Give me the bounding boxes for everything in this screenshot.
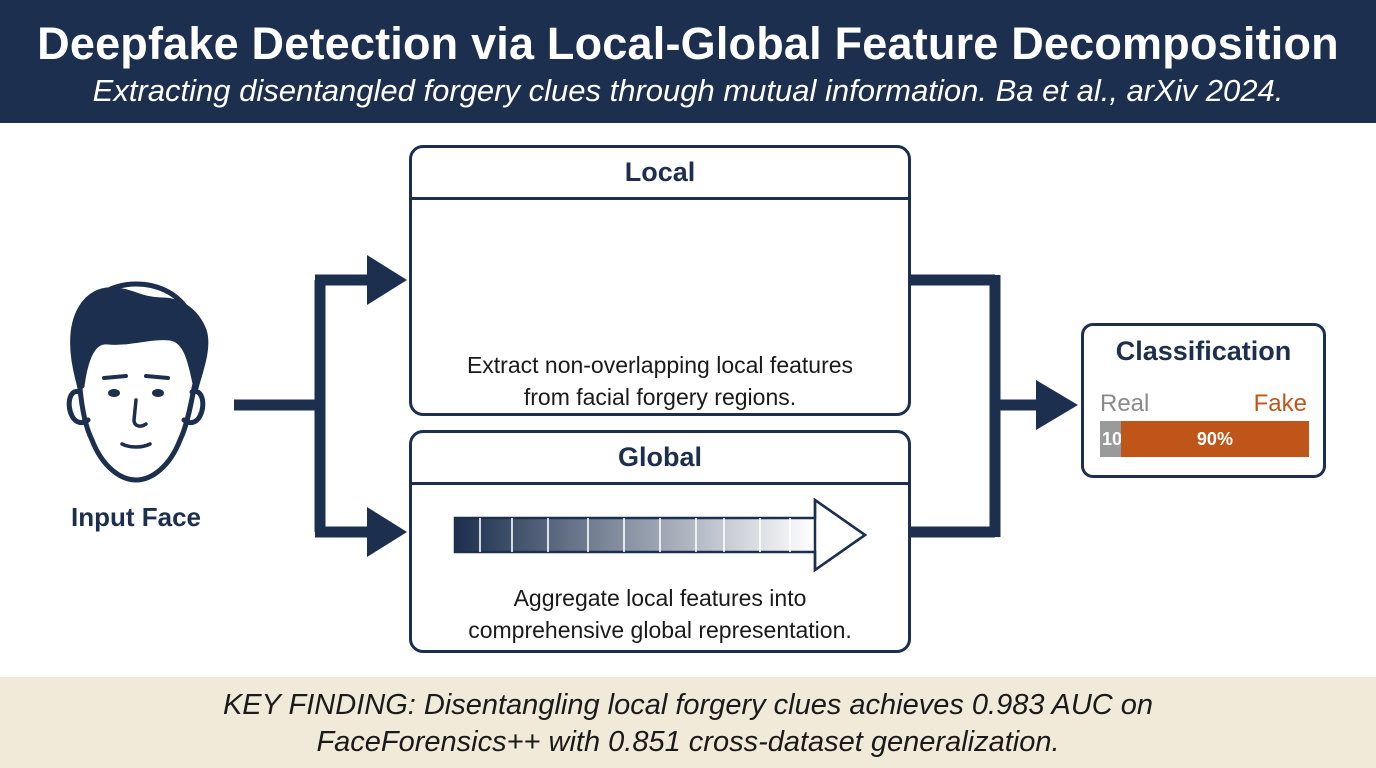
real-probability-segment: 10% xyxy=(1100,421,1138,457)
global-panel: Global Aggregate local features into com… xyxy=(409,430,911,653)
page-title: Deepfake Detection via Local-Global Feat… xyxy=(37,18,1339,69)
header-banner: Deepfake Detection via Local-Global Feat… xyxy=(0,0,1376,123)
arrow-to-local xyxy=(367,255,407,305)
merge-connector xyxy=(911,274,1040,538)
arrow-to-classification xyxy=(1036,380,1078,430)
key-finding-line2: FaceForensics++ with 0.851 cross-dataset… xyxy=(316,726,1060,758)
probability-bar: 10% 90% xyxy=(1100,421,1309,457)
fake-probability-segment: 90% xyxy=(1120,421,1309,457)
key-finding-footer: KEY FINDING: Disentangling local forgery… xyxy=(0,677,1376,768)
global-description-line1: Aggregate local features into xyxy=(513,585,807,611)
global-panel-title: Global xyxy=(412,433,908,485)
local-panel-title: Local xyxy=(412,148,908,200)
split-connector xyxy=(234,274,372,538)
global-aggregation-arrow-icon xyxy=(453,497,868,573)
key-finding-line1: KEY FINDING: Disentangling local forgery… xyxy=(222,689,1154,721)
face-icon xyxy=(66,281,209,483)
local-description-line1: Extract non-overlapping local features xyxy=(466,352,854,378)
local-panel: Local Extract non-overlapping local feat… xyxy=(409,145,911,416)
classification-title: Classification xyxy=(1115,336,1292,366)
fake-label: Fake xyxy=(1253,390,1307,417)
arrow-to-global xyxy=(367,507,407,557)
key-finding-text: KEY FINDING: Disentangling local forgery… xyxy=(0,687,1376,761)
local-description: Extract non-overlapping local features f… xyxy=(412,349,908,413)
local-description-line2: from facial forgery regions. xyxy=(523,384,797,410)
real-label: Real xyxy=(1100,390,1150,417)
page-subtitle: Extracting disentangled forgery clues th… xyxy=(92,73,1284,108)
global-description: Aggregate local features into comprehens… xyxy=(412,582,908,646)
global-description-line2: comprehensive global representation. xyxy=(468,617,852,643)
classification-panel: Classification Real Fake 10% 90% xyxy=(1081,323,1326,478)
input-face-label: Input Face xyxy=(71,502,201,532)
